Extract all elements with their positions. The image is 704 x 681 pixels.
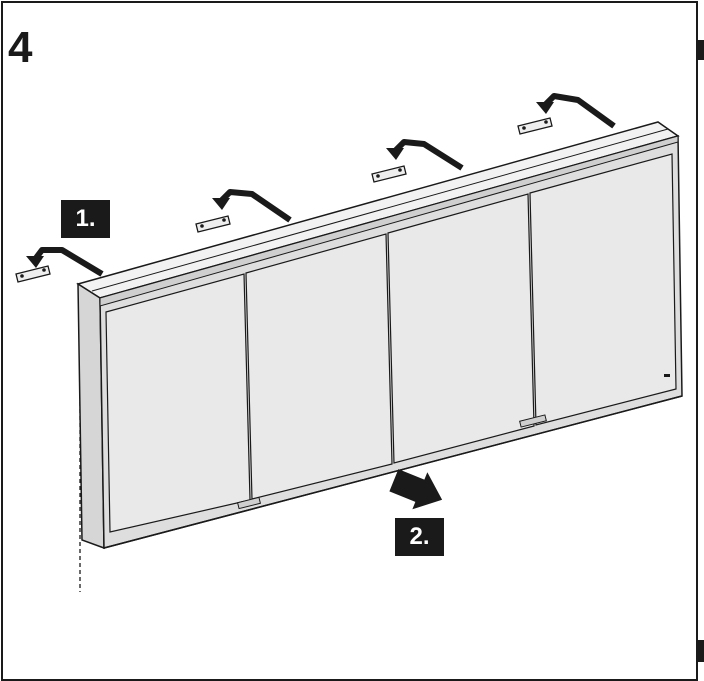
bracket-arrow-4 xyxy=(543,93,616,129)
bracket-plate xyxy=(517,117,553,135)
step-label-1: 1. xyxy=(61,200,110,238)
sensor-dot xyxy=(664,374,670,377)
door-4 xyxy=(529,153,677,426)
bracket-arrow-1 xyxy=(33,247,104,277)
cabinet-top-edge xyxy=(91,128,669,292)
edge-marker-bottom xyxy=(698,640,704,662)
edge-marker-top xyxy=(698,40,704,60)
arrow-heads xyxy=(26,102,554,268)
door-3 xyxy=(387,193,535,464)
arrow-head-icon xyxy=(536,102,554,114)
push-arrow-icon xyxy=(389,469,443,510)
hinge-clip xyxy=(519,414,547,428)
cabinet-bottom-edge xyxy=(103,395,683,549)
brackets xyxy=(15,117,553,283)
hinge-clip xyxy=(236,496,262,510)
cabinet-light-strip xyxy=(99,135,679,307)
step-label-2: 2. xyxy=(395,518,444,556)
door-1 xyxy=(105,273,251,533)
mirror-cabinet-illustration xyxy=(15,93,683,592)
bracket-arrow-2 xyxy=(219,189,292,223)
arrow-head-icon xyxy=(26,256,44,268)
step-number: 4 xyxy=(8,23,33,72)
bracket-arrows xyxy=(33,93,616,277)
bracket-arrow-3 xyxy=(393,139,464,171)
bracket-holes xyxy=(20,120,548,278)
bracket-plate xyxy=(371,165,407,183)
bracket-plate xyxy=(15,265,51,283)
door-2 xyxy=(245,233,393,500)
bracket-plate xyxy=(195,215,231,233)
arrow-head-icon xyxy=(386,148,404,160)
arrow-head-icon xyxy=(212,198,230,210)
